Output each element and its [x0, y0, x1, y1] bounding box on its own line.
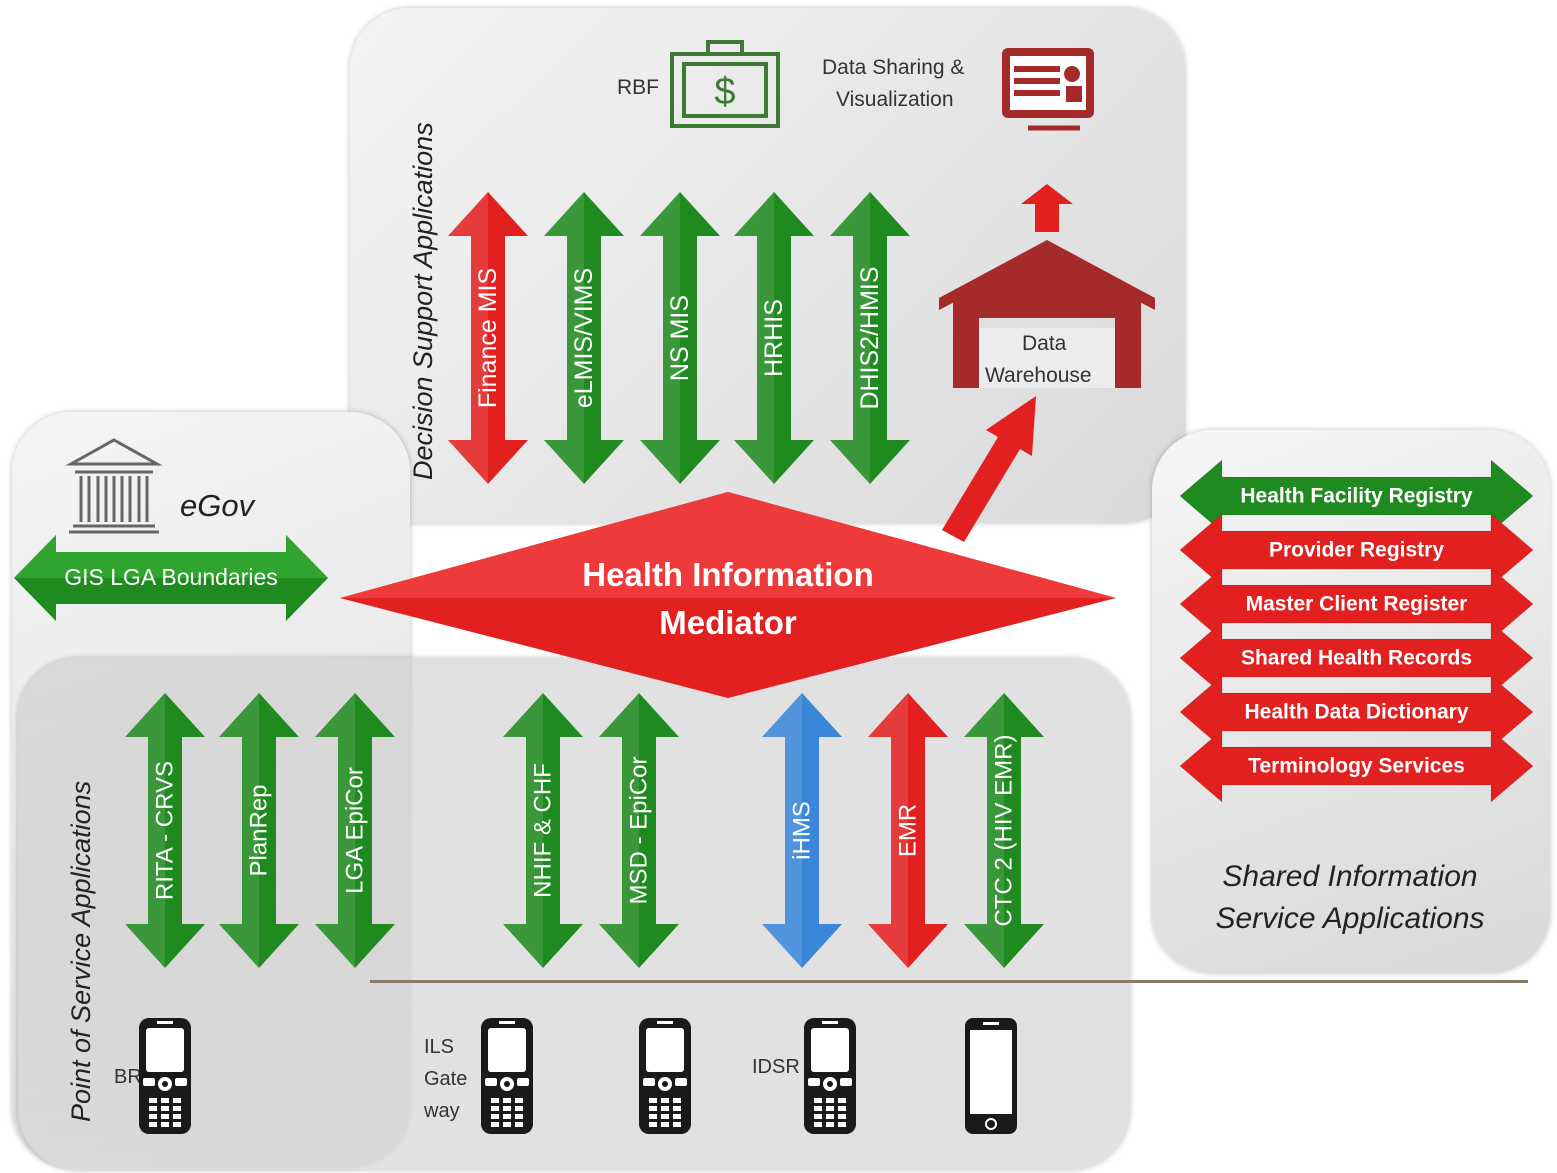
pos-arrow-label: LGA EpiCor — [342, 767, 369, 894]
registry-arrow-provider-registry: Provider Registry — [1179, 512, 1534, 588]
data-warehouse-icon — [939, 184, 1155, 388]
registry-label: Shared Health Records — [1241, 647, 1472, 670]
gis-lga-boundaries-label: GIS LGA Boundaries — [64, 564, 278, 590]
dashboard-screen-icon — [1002, 48, 1094, 131]
dsa-arrow-ns-mis: NS MIS — [640, 192, 720, 484]
dsa-arrow-hrhis: HRHIS — [734, 192, 814, 484]
idsr-label: IDSR — [752, 1056, 800, 1078]
pos-arrow-emr: EMR — [868, 693, 948, 968]
registry-arrow-health-facility-registry: Health Facility Registry — [1179, 458, 1534, 534]
pos-arrow-label: PlanRep — [246, 784, 273, 876]
ils-label-line2: Gate — [424, 1068, 468, 1090]
shared-info-title-line1: Shared Information — [1222, 860, 1478, 893]
ils-label-line3: way — [424, 1100, 460, 1122]
data-sharing-label-line1: Data Sharing & — [822, 56, 965, 79]
government-building-icon — [65, 438, 163, 534]
separator-line — [370, 980, 1528, 983]
pos-arrow-planrep: PlanRep — [219, 693, 299, 968]
pos-arrow-label: CTC 2 (HIV EMR) — [991, 735, 1018, 927]
pos-arrow-ihms: iHMS — [762, 693, 842, 968]
data-sharing-label-line2: Visualization — [836, 88, 954, 111]
smartphone-icon — [965, 1018, 1017, 1134]
feature-phone-icon — [639, 1018, 691, 1134]
pos-arrow-ctc-2-hiv-emr: CTC 2 (HIV EMR) — [964, 693, 1044, 968]
pos-arrow-label: RITA - CRVS — [152, 761, 179, 900]
pos-arrow-msd-epicor: MSD - EpiCor — [599, 693, 679, 968]
registry-arrow-health-data-dictionary: Health Data Dictionary — [1179, 674, 1534, 750]
registry-label: Health Data Dictionary — [1244, 701, 1468, 724]
registry-label: Master Client Register — [1246, 593, 1468, 616]
dsa-arrow-label: Finance MIS — [474, 268, 502, 408]
rbf-label: RBF — [617, 76, 659, 99]
feature-phone-icon — [804, 1018, 856, 1134]
svg-text:$: $ — [714, 71, 735, 113]
feature-phone-icon — [139, 1018, 191, 1134]
pos-arrow-label: MSD - EpiCor — [626, 756, 653, 904]
pos-arrow-nhif-chf: NHIF & CHF — [503, 693, 583, 968]
registry-label: Provider Registry — [1269, 539, 1444, 562]
pos-arrow-label: NHIF & CHF — [530, 763, 557, 898]
pos-arrow-rita-crvs: RITA - CRVS — [125, 693, 205, 968]
pos-arrow-label: iHMS — [789, 801, 816, 860]
registry-arrow-master-client-register: Master Client Register — [1179, 566, 1534, 642]
point-of-service-panel — [18, 658, 1130, 1170]
pos-arrow-lga-epicor: LGA EpiCor — [315, 693, 395, 968]
dsa-arrow-label: HRHIS — [760, 299, 788, 377]
mediator-label-line1: Health Information — [582, 556, 874, 593]
pos-arrow-label: EMR — [895, 804, 922, 857]
ils-label-line1: ILS — [424, 1036, 455, 1058]
registry-label: Health Facility Registry — [1240, 485, 1473, 508]
money-case-icon: $ — [670, 40, 780, 128]
warehouse-label-line1: Data — [1022, 332, 1067, 355]
registry-arrow-terminology-services: Terminology Services — [1179, 728, 1534, 804]
dsa-arrow-label: DHIS2/HMIS — [856, 266, 884, 409]
shared-info-title-line2: Service Applications — [1215, 902, 1485, 935]
registry-arrow-shared-health-records: Shared Health Records — [1179, 620, 1534, 696]
egov-title: eGov — [180, 488, 255, 523]
dsa-arrow-label: NS MIS — [666, 295, 694, 381]
dsa-arrow-elmis-vims: eLMIS/VIMS — [544, 192, 624, 484]
mediator-label-line2: Mediator — [659, 604, 797, 641]
dsa-arrow-finance-mis: Finance MIS — [448, 192, 528, 484]
registry-label: Terminology Services — [1248, 755, 1465, 778]
warehouse-label-line2: Warehouse — [985, 364, 1092, 387]
dsa-arrow-label: eLMIS/VIMS — [570, 268, 598, 408]
feature-phone-icon — [481, 1018, 533, 1134]
dsa-arrow-dhis2-hmis: DHIS2/HMIS — [830, 192, 910, 484]
